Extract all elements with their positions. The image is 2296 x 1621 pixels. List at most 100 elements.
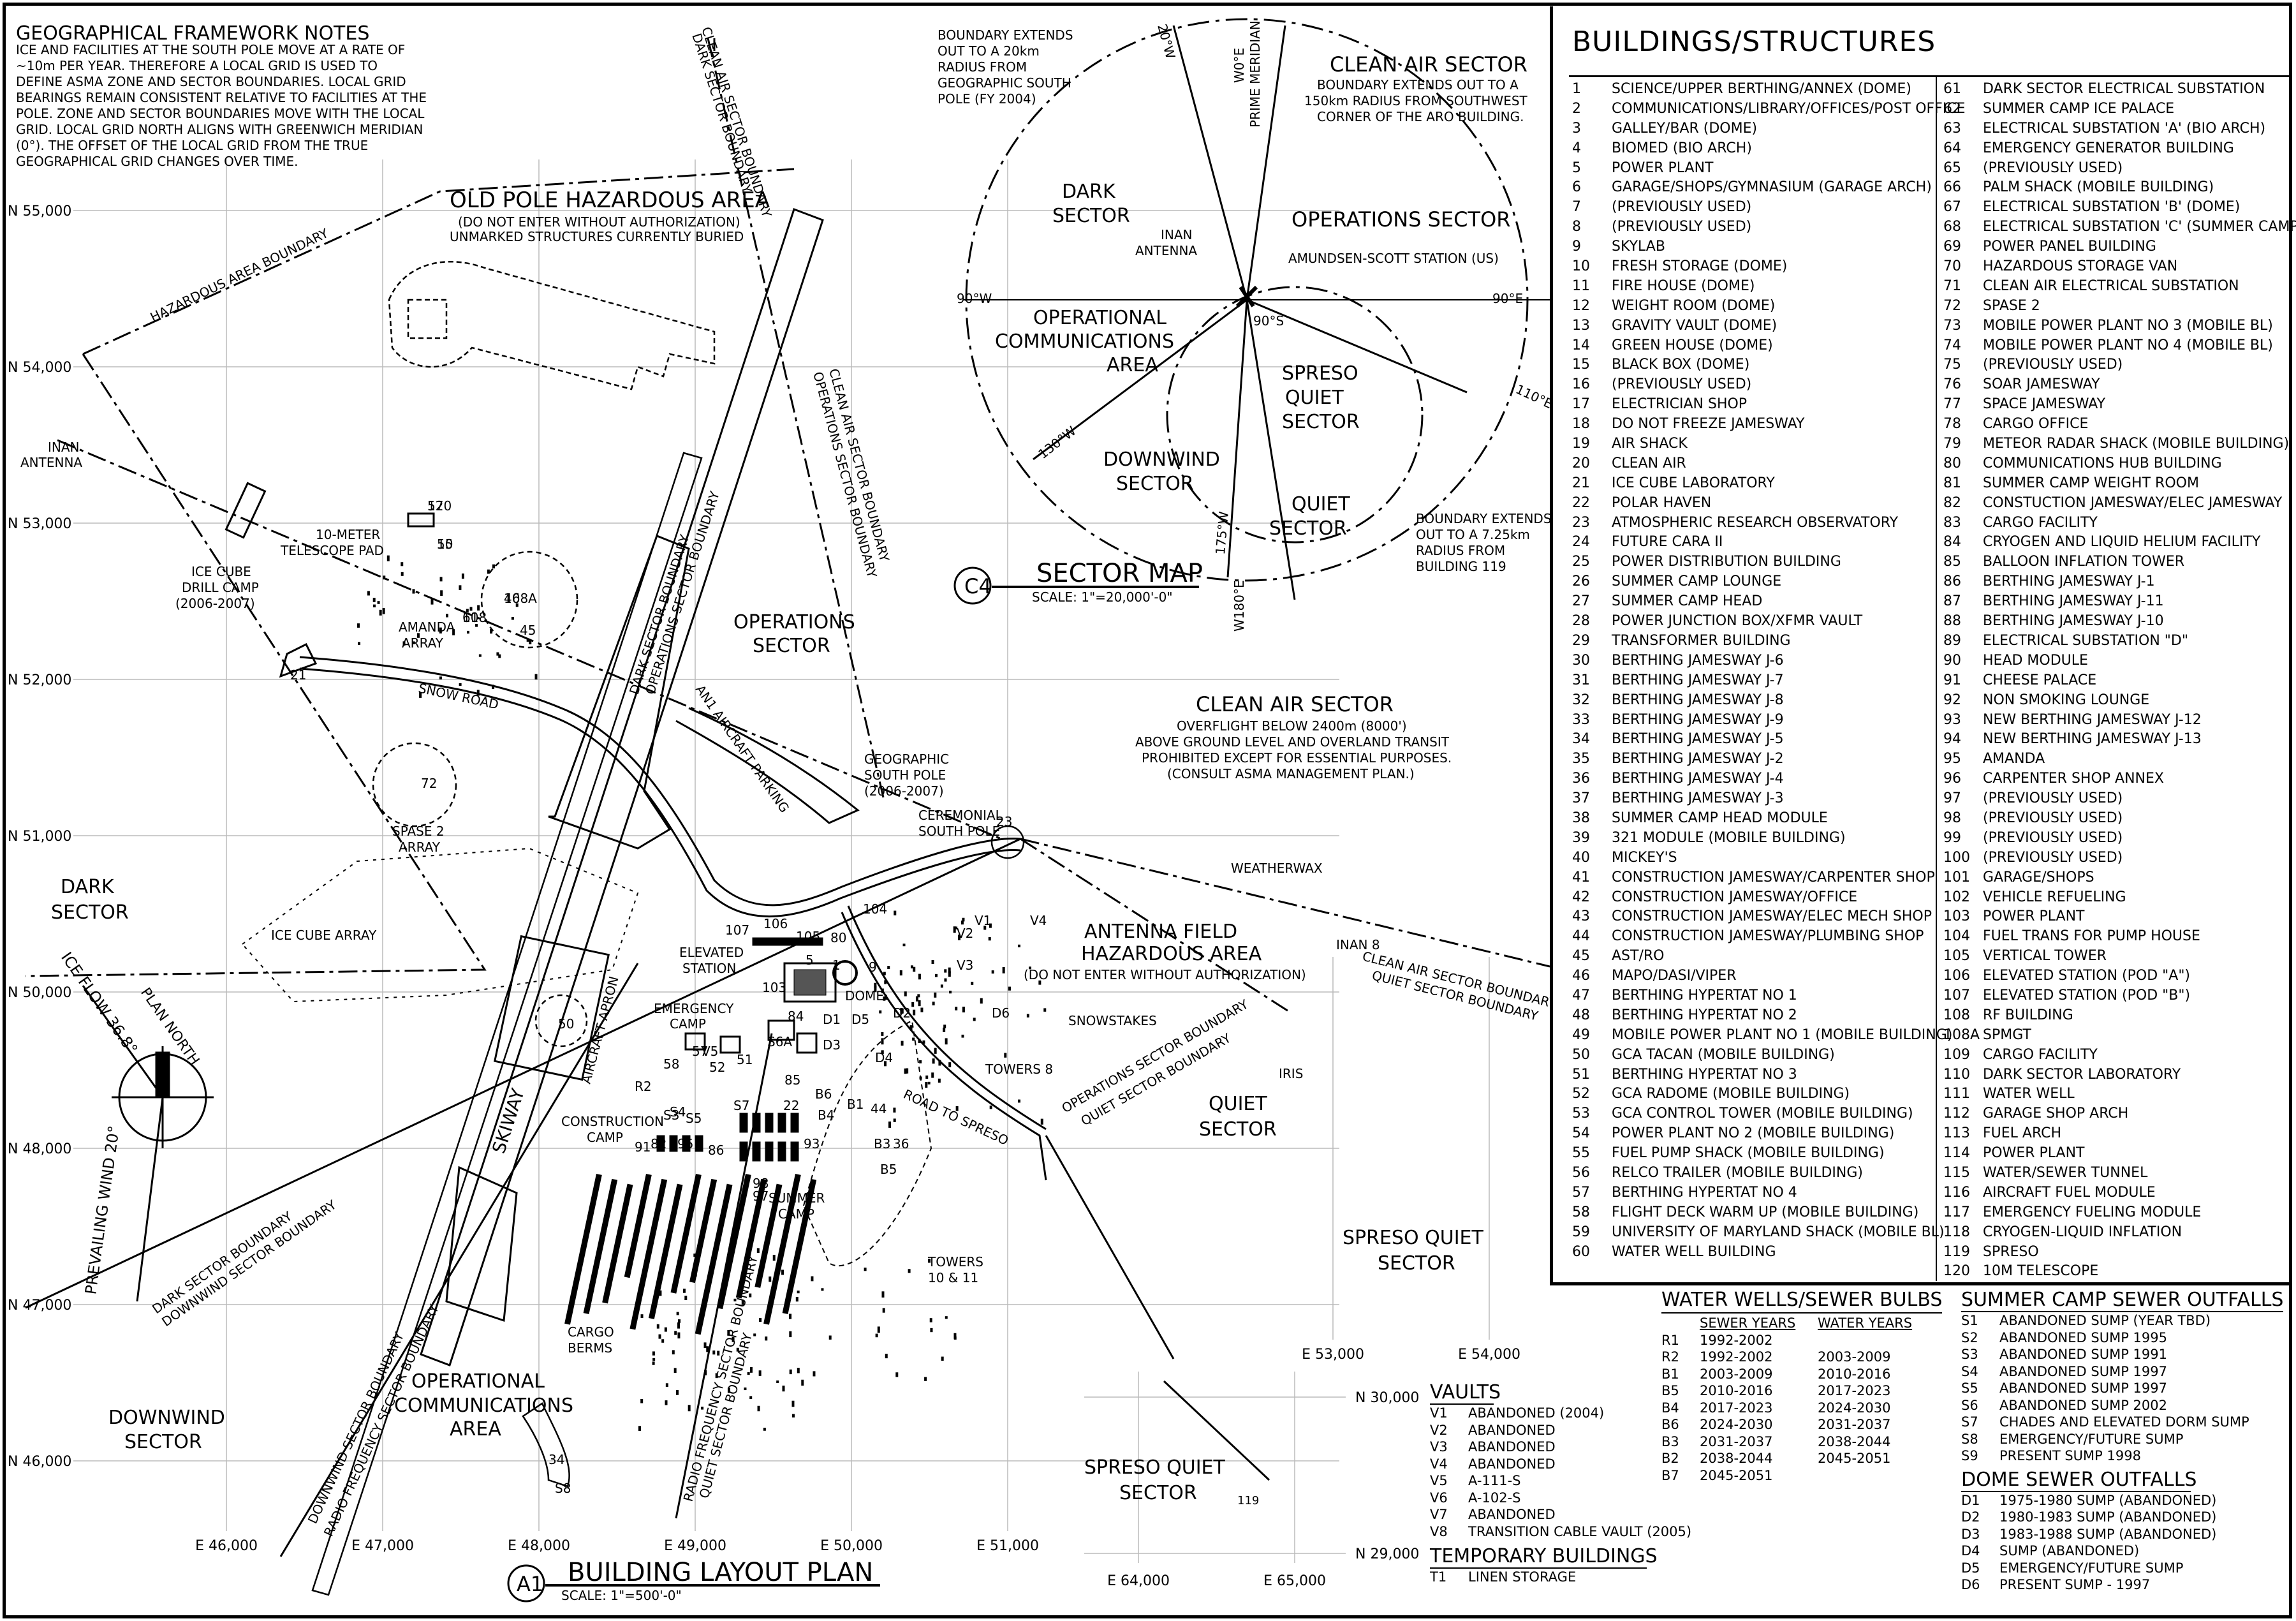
cargo-berm	[695, 1183, 733, 1335]
building-number: V3	[957, 958, 973, 973]
site-marker	[712, 1350, 716, 1355]
water-wells-title: WATER WELLS/SEWER BULBS	[1661, 1289, 1943, 1311]
hazard-boundary-label: HAZARDOUS AREA BOUNDARY	[148, 225, 331, 325]
sm-180e: W180°E	[1232, 580, 1247, 632]
building-id: 11	[1572, 278, 1590, 294]
site-marker	[888, 1121, 892, 1128]
markers	[357, 555, 1047, 1431]
building-desc: SUMMER CAMP ICE PALACE	[1983, 100, 2175, 117]
site-marker	[792, 1414, 795, 1417]
building-number: 23	[996, 814, 1012, 829]
east-grid-label: E 53,000	[1302, 1347, 1364, 1363]
site-marker	[920, 1007, 924, 1012]
building-number: S3	[663, 1107, 679, 1123]
building-desc: (PREVIOUSLY USED)	[1612, 199, 1752, 216]
spreso-quiet-b1: SPRESO QUIET	[1084, 1456, 1226, 1479]
site-marker	[677, 1332, 681, 1339]
building-desc: ELECTRICAL SUBSTATION "D"	[1983, 632, 2188, 649]
geo-pole-1: GEOGRAPHIC	[864, 751, 949, 767]
building-id: 17	[1572, 396, 1590, 413]
building-id: 105	[1943, 948, 1970, 965]
site-marker	[652, 1358, 656, 1361]
building-id: 31	[1572, 672, 1590, 688]
well-desc: 2031-2037	[1700, 1433, 1773, 1449]
building-desc: BIOMED (BIO ARCH)	[1612, 140, 1752, 156]
site-marker	[492, 685, 495, 690]
site-marker	[797, 1291, 800, 1294]
site-marker	[661, 1339, 665, 1343]
site-marker	[1043, 1008, 1047, 1012]
antenna-field-2: HAZARDOUS AREA	[1081, 943, 1262, 965]
site-marker	[911, 1002, 915, 1007]
building-number: 58	[663, 1056, 679, 1072]
site-marker	[879, 1010, 882, 1014]
vault-desc: ABANDONED	[1468, 1507, 1556, 1522]
site-marker	[1029, 966, 1032, 970]
summer-outfall-id: S3	[1961, 1347, 1978, 1362]
building-id: 41	[1572, 869, 1590, 885]
towers-10-1: TOWERS	[927, 1254, 983, 1269]
clean-air-4: (CONSULT ASMA MANAGEMENT PLAN.)	[1167, 766, 1415, 781]
site-marker	[821, 1288, 824, 1291]
site-marker	[1017, 944, 1020, 947]
building-id: 22	[1572, 494, 1590, 511]
building-desc: CRYOGEN-LIQUID INFLATION	[1983, 1224, 2182, 1240]
dome-outfalls-title: DOME SEWER OUTFALLS	[1961, 1468, 2197, 1491]
building-desc: ELECTRICAL SUBSTATION 'A' (BIO ARCH)	[1983, 120, 2266, 137]
building-row: 62 SUMMER CAMP ICE PALACE	[1943, 100, 2296, 119]
site-marker	[688, 1405, 691, 1412]
summer-outfall-id: S1	[1961, 1313, 1978, 1328]
site-marker	[665, 1400, 668, 1405]
site-marker	[875, 1333, 878, 1338]
building-desc: MAPO/DASI/VIPER	[1612, 968, 1737, 984]
site-marker	[469, 607, 473, 611]
well-id: B2	[1661, 1451, 1679, 1466]
building-number: S5	[686, 1111, 702, 1126]
map-text: GEOGRAPHICAL FRAMEWORK NOTES ICE AND FAC…	[16, 20, 1550, 1603]
building-number: 108A	[504, 591, 537, 606]
down-radio-1: DOWNWIND SECTOR BOUNDARY	[305, 1329, 408, 1526]
building-id: 28	[1572, 613, 1590, 630]
sm-110e: 110°E	[1513, 381, 1550, 411]
building-number: 34	[548, 1452, 564, 1467]
sm-opcomm-3: AREA	[1107, 354, 1158, 376]
building-id: 63	[1943, 120, 1961, 137]
site-marker	[940, 984, 943, 988]
building-row: 89 ELECTRICAL SUBSTATION "D"	[1943, 632, 2296, 651]
site-marker	[749, 1366, 753, 1373]
station-buildings	[224, 482, 858, 1162]
building-desc: (PREVIOUSLY USED)	[1612, 219, 1752, 235]
building-id: 89	[1943, 632, 1961, 649]
site-marker	[490, 629, 493, 634]
building-id: 8	[1572, 219, 1581, 235]
summer-outfall-id: S7	[1961, 1414, 1978, 1430]
building-id: 62	[1943, 100, 1961, 117]
site-marker	[694, 1266, 697, 1271]
building-id: 75	[1943, 357, 1961, 373]
building-number: 45	[520, 623, 536, 638]
building-id: 43	[1572, 908, 1590, 925]
site-marker	[953, 1336, 957, 1340]
vault-id: V6	[1430, 1490, 1448, 1506]
sm-inan-2: ANTENNA	[1135, 243, 1197, 258]
building-id: 27	[1572, 593, 1590, 610]
building-id: 20	[1572, 455, 1590, 471]
building-id: 90	[1943, 652, 1961, 669]
sm-175w: 175°W	[1212, 510, 1232, 555]
site-marker	[989, 923, 992, 928]
dome-outfall-desc: SUMP (ABANDONED)	[1999, 1543, 2140, 1558]
building-desc: AMANDA	[1983, 751, 2045, 767]
